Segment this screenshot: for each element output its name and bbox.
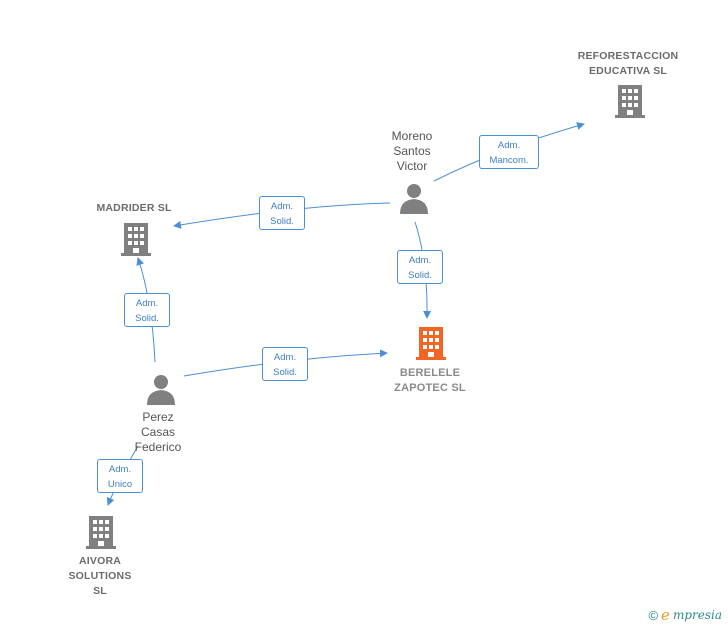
label-line: Moreno bbox=[391, 129, 433, 143]
building-icon[interactable] bbox=[86, 516, 116, 549]
copyright-icon: © bbox=[648, 607, 659, 623]
edge-label-moreno-berelele[interactable]: Adm. Solid. bbox=[397, 250, 443, 284]
edge-role-type: Solid. bbox=[408, 270, 432, 281]
building-icon[interactable] bbox=[121, 223, 151, 256]
label-line: MADRIDER SL bbox=[96, 202, 172, 214]
label-line: BERELELE bbox=[399, 367, 461, 379]
label-line: Federico bbox=[134, 440, 182, 454]
edge-label-perez-aivora[interactable]: Adm. Unico bbox=[97, 459, 143, 493]
person-label-perez[interactable]: Perez Casas Federico bbox=[118, 410, 198, 455]
edge-role: Adm. bbox=[497, 140, 521, 151]
label-line: Victor bbox=[396, 159, 428, 173]
edge-role: Adm. bbox=[270, 201, 294, 212]
label-line: Perez bbox=[142, 410, 174, 424]
edge-role-type: Mancom. bbox=[489, 155, 529, 166]
label-line: Casas bbox=[140, 425, 175, 439]
edge-role-type: Solid. bbox=[273, 367, 297, 378]
company-label-berelele[interactable]: BERELELE ZAPOTEC SL bbox=[370, 366, 490, 396]
person-icon[interactable] bbox=[400, 184, 428, 214]
brand-logo-text: mpresia bbox=[672, 608, 722, 622]
edge-role-type: Solid. bbox=[135, 313, 159, 324]
building-icon-focus[interactable] bbox=[416, 327, 446, 360]
edge-role: Adm. bbox=[273, 352, 297, 363]
edge-label-moreno-madrider[interactable]: Adm. Solid. bbox=[259, 196, 305, 230]
label-line: ZAPOTEC SL bbox=[394, 382, 466, 394]
label-line: EDUCATIVA SL bbox=[588, 65, 668, 77]
company-label-reforestaccion[interactable]: REFORESTACCION EDUCATIVA SL bbox=[560, 49, 696, 79]
company-label-aivora[interactable]: AIVORA SOLUTIONS SL bbox=[50, 554, 150, 599]
label-line: SL bbox=[93, 585, 107, 597]
edge-role: Adm. bbox=[108, 464, 132, 475]
edge-role-type: Solid. bbox=[270, 216, 294, 227]
edge-role: Adm. bbox=[408, 255, 432, 266]
edge-label-perez-berelele[interactable]: Adm. Solid. bbox=[262, 347, 308, 381]
edge-role-type: Unico bbox=[107, 479, 133, 490]
label-line: Santos bbox=[393, 144, 431, 158]
brand-logo-initial: e bbox=[661, 606, 670, 624]
person-label-moreno[interactable]: Moreno Santos Victor bbox=[372, 129, 452, 174]
label-line: SOLUTIONS bbox=[68, 570, 132, 582]
company-label-madrider[interactable]: MADRIDER SL bbox=[74, 201, 194, 216]
label-line: AIVORA bbox=[78, 555, 122, 567]
edge-label-moreno-reforestaccion[interactable]: Adm. Mancom. bbox=[479, 135, 539, 169]
person-icon[interactable] bbox=[147, 375, 175, 405]
building-icon[interactable] bbox=[615, 85, 645, 118]
edge-label-perez-madrider[interactable]: Adm. Solid. bbox=[124, 293, 170, 327]
label-line: REFORESTACCION bbox=[577, 50, 679, 62]
edge-role: Adm. bbox=[135, 298, 159, 309]
